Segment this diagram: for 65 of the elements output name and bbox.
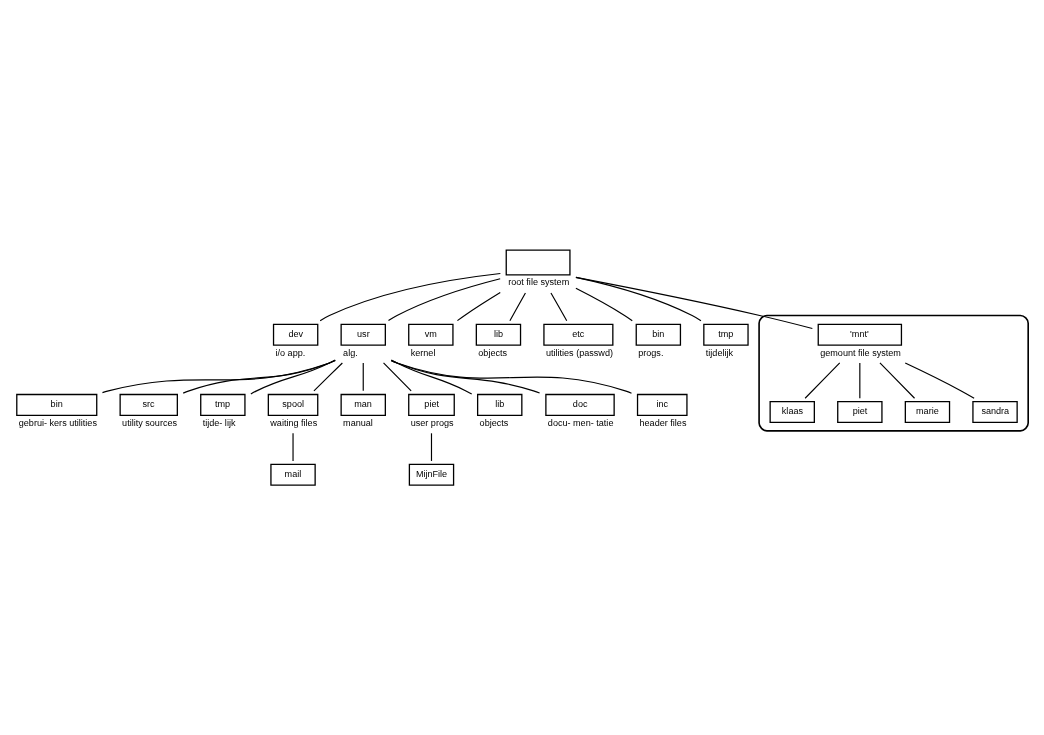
connector [879, 362, 916, 399]
node-box: klaas [769, 401, 815, 424]
connector [313, 362, 343, 392]
connector [904, 362, 975, 399]
connector [804, 362, 841, 399]
connector [319, 272, 501, 322]
connector [390, 359, 541, 394]
cluster [758, 314, 1029, 432]
node-box: piet [408, 393, 455, 416]
node-box: MijnFile [408, 463, 455, 486]
connector [390, 360, 633, 394]
node-box: src [119, 393, 178, 416]
node-box: lib [477, 393, 523, 416]
node-box: mail [270, 463, 316, 486]
node-box: etc [543, 323, 614, 346]
connector [250, 359, 336, 395]
connector [390, 359, 473, 395]
node-box [505, 249, 571, 276]
node-box: vm [408, 323, 454, 346]
node-label: docu- men- tatie [547, 417, 614, 428]
connector [182, 359, 336, 394]
connector [362, 362, 364, 392]
node-label: root file system [508, 277, 570, 288]
node-label: gemount file system [820, 347, 901, 358]
node-box: doc [545, 393, 615, 416]
node-box: sandra [972, 401, 1018, 424]
node-label: objects [479, 417, 509, 428]
node-label: tijde- lijk [202, 417, 236, 428]
connector [550, 292, 568, 322]
connector [456, 292, 501, 322]
node-label: manual [343, 417, 373, 428]
connector [382, 362, 412, 392]
node-label: utilities (passwd) [545, 347, 613, 358]
connector [859, 362, 861, 399]
node-label: header files [639, 417, 687, 428]
connector [509, 292, 526, 322]
node-box: bin [635, 323, 682, 346]
node-label: kernel [410, 347, 436, 358]
node-box: tmp [200, 393, 246, 416]
node-label: i/o app. [275, 347, 306, 358]
node-box: piet [837, 401, 883, 424]
node-box: man [340, 393, 386, 416]
connector [430, 432, 433, 462]
connector [387, 278, 501, 322]
node-label: gebrui- kers utilities [18, 417, 97, 428]
connector [101, 360, 336, 394]
node-box: spool [267, 393, 319, 416]
connector [575, 287, 633, 322]
node-label: tijdelijk [705, 347, 734, 358]
node-label: user progs [410, 417, 454, 428]
connector [575, 276, 702, 322]
node-label: utility sources [122, 417, 178, 428]
node-box: usr [340, 323, 386, 346]
node-box: 'mnt' [817, 323, 903, 346]
node-label: progs. [638, 347, 664, 358]
node-label: objects [478, 347, 508, 358]
node-box: bin [16, 393, 98, 416]
node-box: marie [904, 401, 951, 424]
node-box: inc [636, 393, 688, 416]
node-label: waiting files [270, 417, 318, 428]
node-box: tmp [703, 323, 749, 346]
node-label: alg. [343, 347, 358, 358]
node-box: dev [272, 323, 319, 346]
connector [575, 276, 813, 330]
node-box: lib [475, 323, 522, 346]
